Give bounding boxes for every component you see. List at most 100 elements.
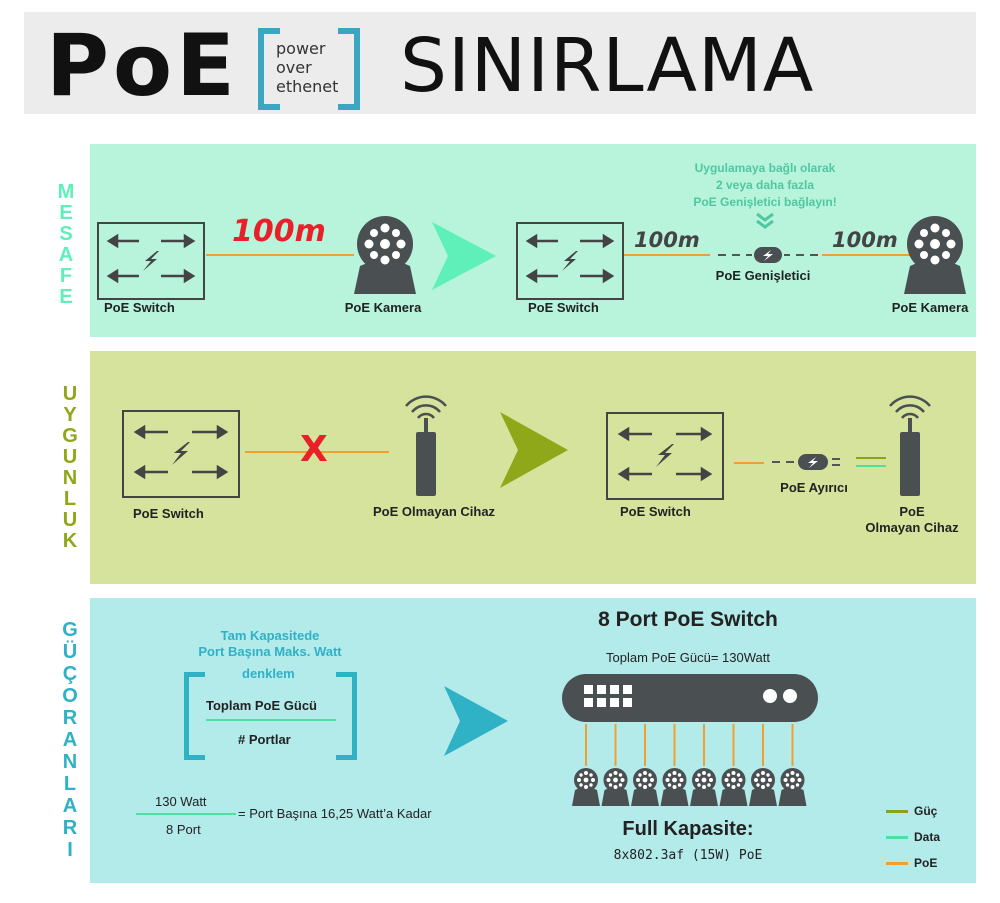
section-letter: Ç: [62, 663, 78, 685]
camera-icon: [354, 216, 416, 294]
switch-title: 8 Port PoE Switch: [598, 608, 778, 631]
compat-device-right-line-2: Olmayan Cihaz: [865, 520, 959, 535]
section-letter: F: [59, 265, 73, 287]
port-camera-icon: [719, 768, 748, 806]
extender-device-icon: [718, 247, 818, 263]
switch-total-power: Toplam PoE Gücü= 130Watt: [606, 650, 770, 665]
section-letter: E: [59, 286, 73, 308]
section-letter: R: [62, 707, 78, 729]
port-camera-icon: [660, 768, 689, 806]
section-letter: U: [62, 383, 78, 405]
capacity-spec: 8x802.3af (15W) PoE: [613, 848, 763, 863]
camera-icon: [904, 216, 966, 294]
section-letter: L: [63, 488, 77, 510]
switch-arrows-icon: [106, 233, 196, 284]
arrow-right-icon: [432, 222, 496, 290]
example-result: = Port Başına 16,25 Watt’a Kadar: [238, 806, 432, 821]
port-camera-icon: [749, 768, 777, 806]
section-letter: M: [57, 181, 75, 203]
legend-swatch: [886, 836, 908, 840]
section-letter: G: [62, 425, 78, 447]
section-letter: S: [59, 223, 73, 245]
port-camera-icon: [690, 768, 718, 806]
switch-arrows-icon: [617, 426, 713, 482]
arrow-right-icon: [444, 686, 508, 756]
port-camera-icon: [601, 768, 630, 806]
distance-camera-left-label: PoE Kamera: [344, 300, 422, 315]
double-chevron-down-icon: [756, 212, 774, 229]
section-letter: L: [63, 773, 77, 795]
cable-line: [245, 451, 389, 453]
legend-item: Güç: [886, 804, 937, 818]
full-capacity-label: Full Kapasite:: [622, 818, 754, 840]
section-letter: O: [62, 685, 78, 707]
port-camera-icon: [572, 768, 600, 806]
header-poe: PoE: [46, 16, 239, 116]
formula-title-line-2: Port Başına Maks. Watt: [198, 644, 342, 659]
section-letter: U: [62, 509, 78, 531]
extender-note-line-3: PoE Genişletici bağlayın!: [693, 195, 837, 209]
compat-device-left-label: PoE Olmayan Cihaz: [372, 504, 496, 519]
arrow-right-icon: [500, 412, 568, 488]
network-switch-icon: [562, 674, 818, 722]
distance-switch-right-label: PoE Switch: [528, 300, 599, 315]
poe-switch-icon: [97, 222, 205, 300]
distance-switch-left-label: PoE Switch: [104, 300, 175, 315]
poe-switch-icon: [606, 412, 724, 500]
distance-length-a: 100m: [634, 228, 700, 252]
cable-line: [822, 254, 910, 256]
formula-bracket-right: [336, 672, 357, 760]
example-numerator: 130 Watt: [155, 794, 207, 809]
header-bracket-right: [338, 28, 360, 110]
section-letter: Ü: [62, 641, 78, 663]
legend-label: Data: [914, 830, 941, 844]
example-denominator: 8 Port: [166, 822, 201, 837]
header-power-line-2: over: [276, 58, 312, 77]
section-letter: A: [62, 795, 78, 817]
formula-bracket-left: [184, 672, 205, 760]
antenna-device-icon: [889, 395, 931, 496]
distance-length-left: 100m: [232, 214, 326, 249]
legend-swatch: [886, 862, 908, 866]
compat-device-right-label: PoE Olmayan Cihaz: [865, 504, 958, 536]
formula-denominator: # Portlar: [238, 732, 291, 747]
formula-title-line-1: Tam Kapasitede: [220, 628, 320, 643]
port-camera-icon: [631, 768, 659, 806]
legend-item: Data: [886, 830, 940, 844]
section-letter: I: [67, 839, 73, 861]
splitter-label: PoE Ayırıcı: [780, 480, 848, 495]
switch-arrows-icon: [525, 233, 615, 284]
legend-item: PoE: [886, 856, 937, 870]
section-letter: U: [62, 446, 78, 468]
header-power-line-3: ethenet: [276, 77, 339, 96]
extender-note-line-2: 2 veya daha fazla: [715, 178, 815, 192]
legend-label: PoE: [914, 856, 938, 870]
port-camera-icon: [778, 768, 807, 806]
section-letter: Y: [63, 404, 77, 426]
section-letter: R: [62, 817, 78, 839]
section-letter: N: [62, 467, 78, 489]
distance-camera-right-label: PoE Kamera: [891, 300, 969, 315]
header-power-line-1: power: [276, 39, 326, 58]
port-cables: [572, 724, 807, 806]
section-letter: A: [58, 244, 74, 266]
equation-label: denklem: [242, 666, 295, 681]
header-bracket-left: [258, 28, 280, 110]
formula-divider: [206, 719, 336, 721]
example-divider: [136, 813, 236, 815]
poe-switch-icon: [122, 410, 240, 498]
antenna-device-icon: [405, 395, 447, 496]
compat-switch-right-label: PoE Switch: [620, 504, 691, 519]
section-letter: E: [59, 202, 73, 224]
legend-swatch: [886, 810, 908, 814]
cable-line: [206, 254, 354, 256]
header-banner: [24, 12, 976, 114]
section-letter: G: [62, 619, 78, 641]
header-title: SINIRLAMA: [400, 23, 815, 109]
splitter-device-icon: [772, 454, 886, 470]
formula-numerator: Toplam PoE Gücü: [206, 698, 317, 713]
formula-title: Tam Kapasitede Port Başına Maks. Watt: [170, 628, 370, 660]
cable-line: [734, 462, 764, 464]
switch-arrows-icon: [133, 424, 229, 480]
extender-label: PoE Genişletici: [715, 268, 811, 283]
